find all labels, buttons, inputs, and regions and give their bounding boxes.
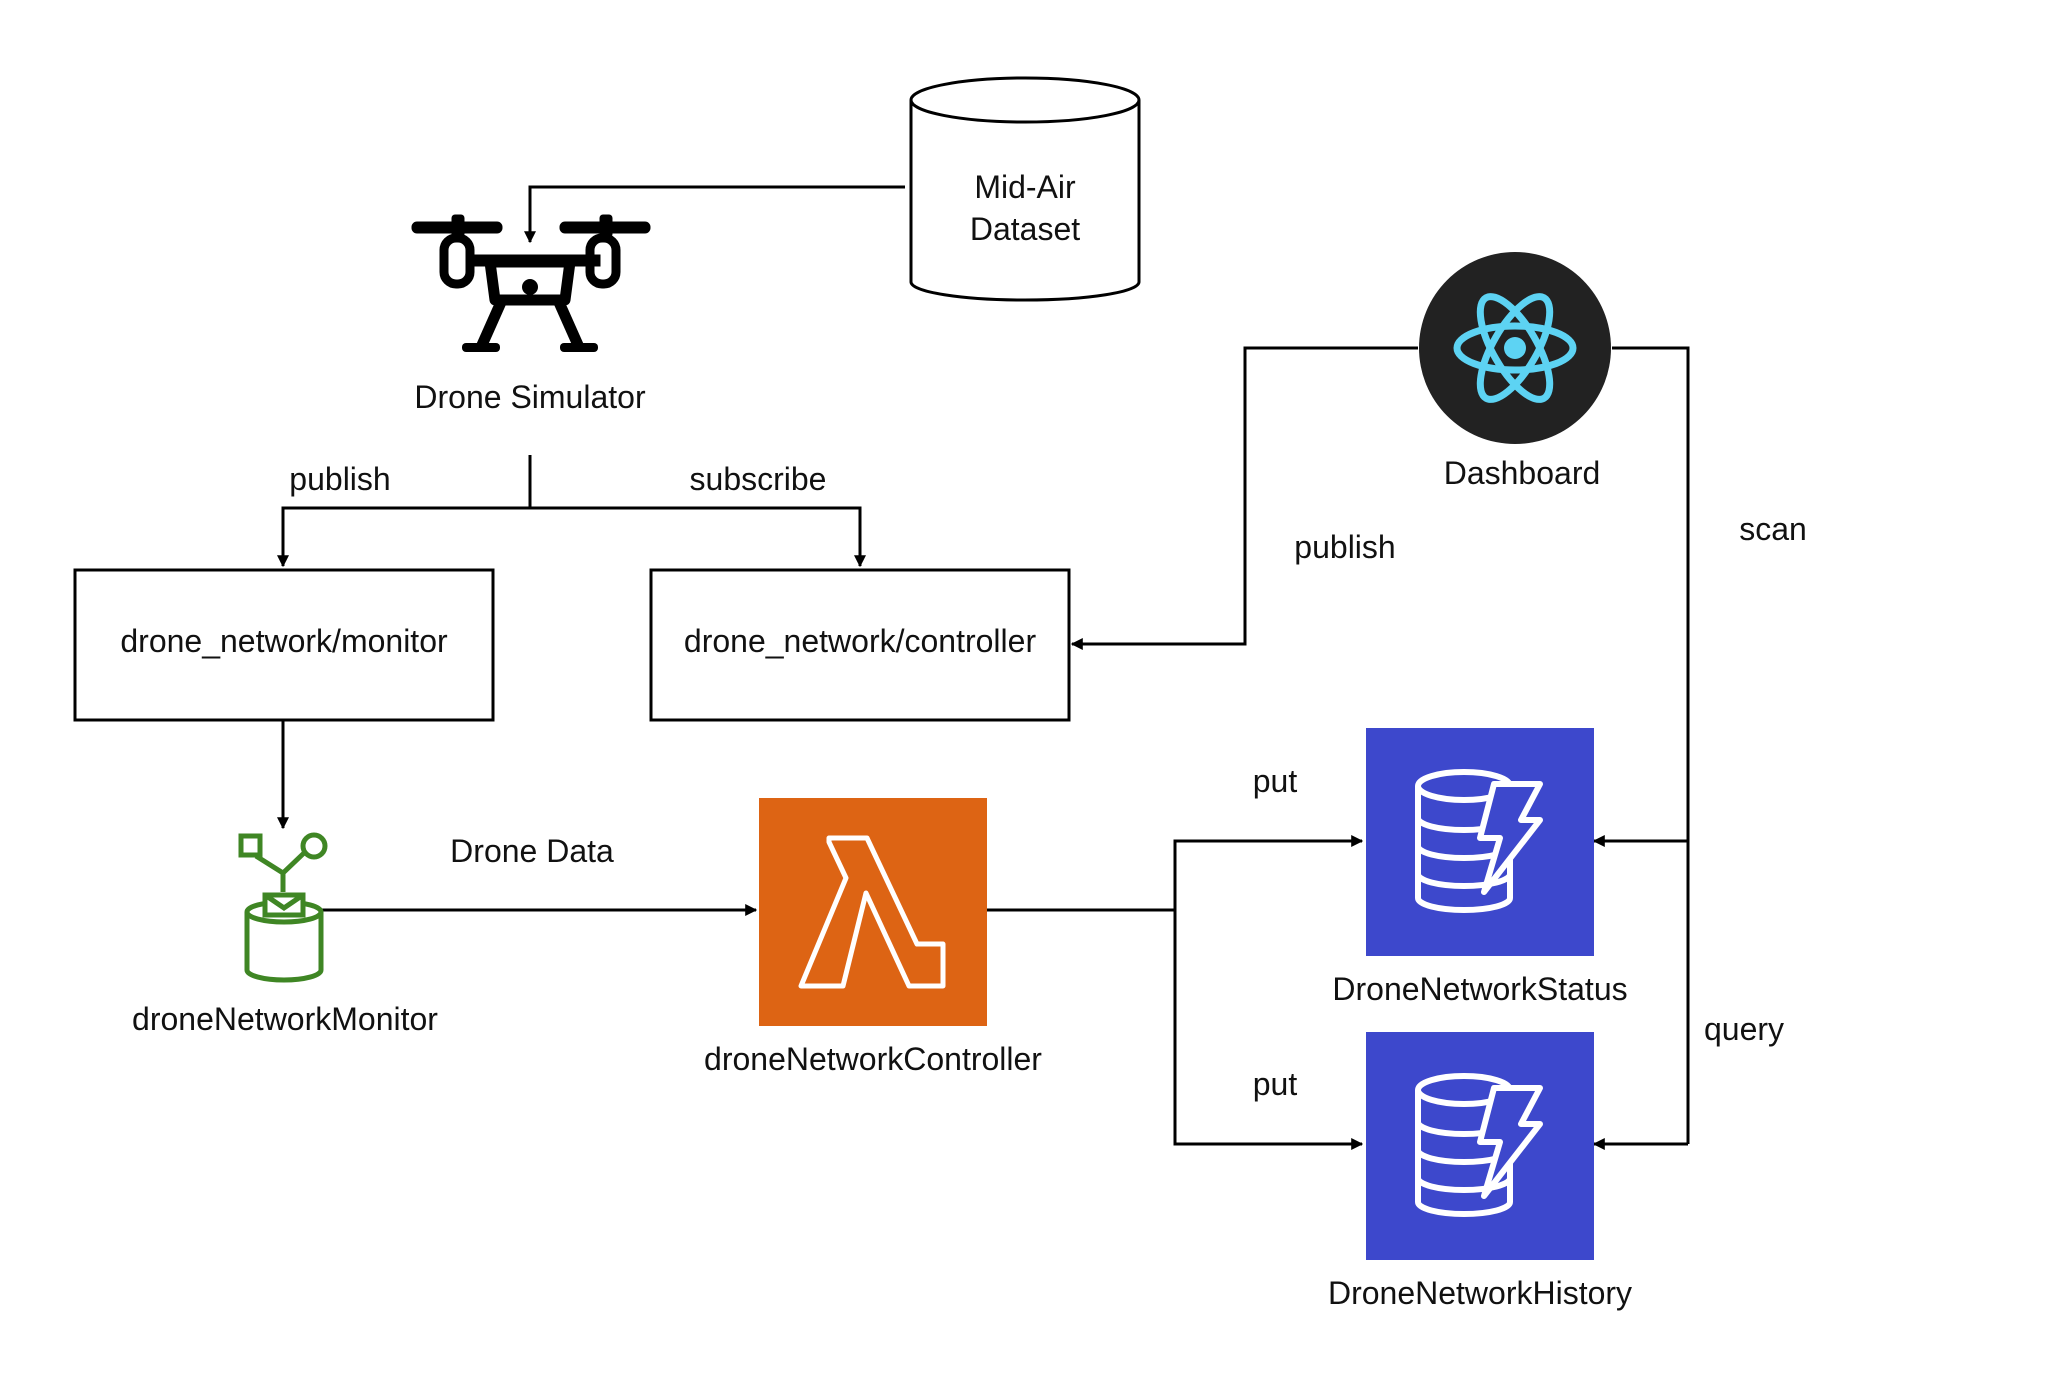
topic-monitor-label: drone_network/monitor <box>120 623 448 659</box>
drone-icon <box>411 214 651 352</box>
controller-lambda-node: droneNetworkController <box>704 798 1042 1077</box>
lambda-icon <box>759 798 987 1026</box>
dynamodb-icon <box>1366 1032 1594 1260</box>
edge-label-dashboard-publish: publish <box>1294 529 1395 565</box>
edge-dashboard-trunk <box>1612 346 1690 1144</box>
topic-controller-node: drone_network/controller <box>649 568 1071 722</box>
dataset-label-line1: Mid-Air <box>974 169 1076 205</box>
edge-simulator-subscribe <box>530 506 866 568</box>
edge-dataset-to-simulator <box>524 185 905 244</box>
monitor-rule-node: droneNetworkMonitor <box>132 832 438 1037</box>
edge-label-drone-data: Drone Data <box>450 833 614 869</box>
history-table-label: DroneNetworkHistory <box>1328 1275 1632 1311</box>
dashboard-label: Dashboard <box>1444 455 1601 491</box>
edge-label-query: query <box>1704 1011 1784 1047</box>
edge-put-status <box>1173 835 1364 910</box>
drone-simulator-node: Drone Simulator <box>411 214 651 415</box>
database-cylinder-icon <box>909 76 1141 302</box>
controller-lambda-label: droneNetworkController <box>704 1041 1042 1077</box>
history-table-node: DroneNetworkHistory <box>1328 1032 1632 1311</box>
dynamodb-icon <box>1366 728 1594 956</box>
react-icon <box>1419 252 1611 444</box>
edge-simulator-publish <box>277 506 530 568</box>
topic-monitor-node: drone_network/monitor <box>73 568 495 722</box>
edge-label-put-history: put <box>1253 1066 1298 1102</box>
edge-label-put-status: put <box>1253 763 1298 799</box>
edge-put-history <box>1173 910 1364 1150</box>
monitor-rule-label: droneNetworkMonitor <box>132 1001 438 1037</box>
drone-simulator-label: Drone Simulator <box>414 379 646 415</box>
edge-label-sim-publish: publish <box>289 461 390 497</box>
dashboard-node: Dashboard <box>1419 252 1611 491</box>
edge-dashboard-publish <box>1070 346 1418 650</box>
iot-rule-icon <box>238 832 328 983</box>
dataset-label-line2: Dataset <box>970 211 1080 247</box>
edge-label-sim-subscribe: subscribe <box>690 461 827 497</box>
dataset-node: Mid-Air Dataset <box>909 76 1141 302</box>
edge-label-scan: scan <box>1739 511 1807 547</box>
topic-controller-label: drone_network/controller <box>684 623 1037 659</box>
status-table-label: DroneNetworkStatus <box>1332 971 1627 1007</box>
status-table-node: DroneNetworkStatus <box>1332 728 1628 1007</box>
